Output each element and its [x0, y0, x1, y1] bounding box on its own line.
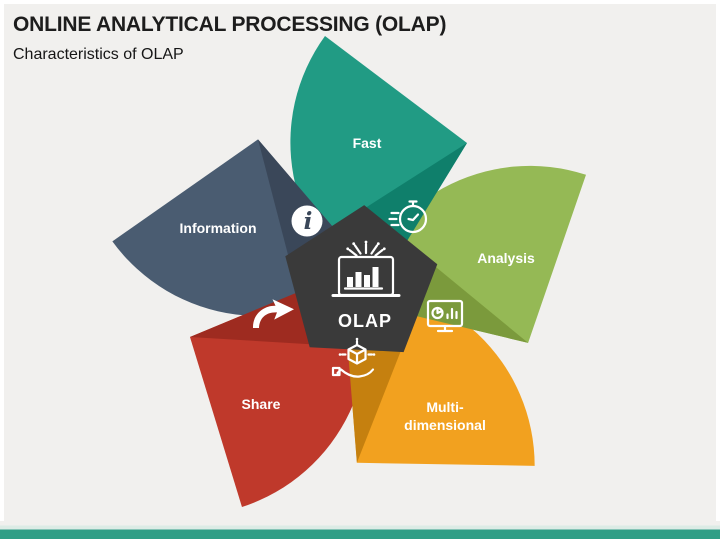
info-circle: [291, 205, 323, 237]
slide-subtitle: Characteristics of OLAP: [13, 46, 184, 63]
petal-label-multi-line2: dimensional: [404, 417, 486, 433]
bottom-accent-bar: [0, 529, 720, 539]
petal-label-information: Information: [180, 220, 257, 236]
info-glyph: i: [304, 208, 313, 235]
speed-lines: [388, 211, 400, 227]
bar-chart: [446, 307, 458, 320]
petal-label-analysis: Analysis: [477, 250, 535, 266]
petal-label-multi-line1: Multi-: [426, 399, 464, 415]
small-box: [331, 366, 341, 377]
bottom-accent-light-line: [0, 525, 720, 530]
share-arrow-icon: [252, 299, 294, 328]
info-icon: i: [291, 205, 323, 237]
petal-label-fast: Fast: [353, 135, 382, 151]
hand-box-icon: [331, 337, 376, 378]
olap-laptop-chart-icon: [331, 240, 401, 297]
cube: [340, 339, 374, 365]
petal-label-share: Share: [242, 396, 281, 412]
center-label-olap: OLAP: [338, 311, 392, 331]
monitor-analytics-icon: [426, 299, 464, 333]
slide-title: ONLINE ANALYTICAL PROCESSING (OLAP): [13, 13, 447, 36]
stopwatch-icon: [388, 200, 428, 234]
monitor-stand: [436, 324, 454, 333]
chart-bars: [347, 267, 379, 287]
data-stream-lines: [348, 242, 384, 257]
data-stream-dots: [346, 240, 386, 251]
